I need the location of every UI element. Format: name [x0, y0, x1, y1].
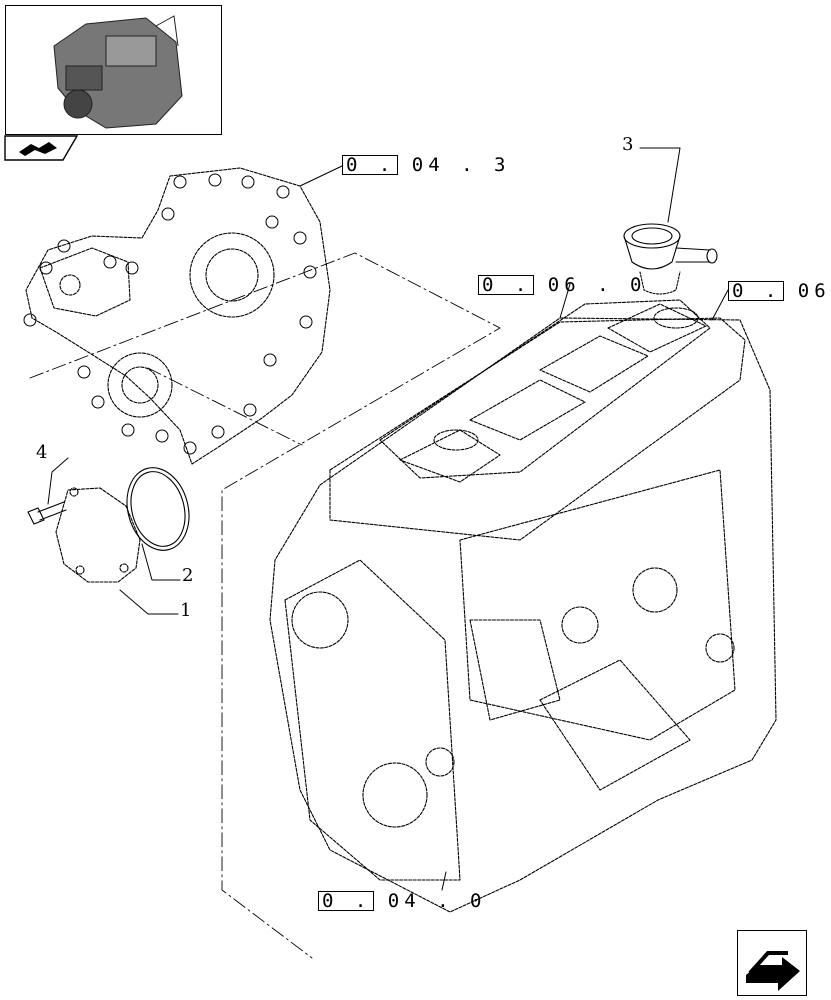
o-ring-drawing	[126, 467, 190, 551]
section-tab[interactable]	[4, 135, 79, 161]
callout-2: 2	[182, 565, 194, 586]
callout-3: 3	[622, 134, 634, 155]
callout-4: 4	[36, 442, 48, 463]
assembly-guide-lines	[29, 252, 501, 959]
engine-block-drawing	[269, 299, 777, 913]
ref-block-text: 0 . 04 . 0	[322, 890, 487, 912]
engine-thumbnail	[5, 5, 222, 135]
callout-1: 1	[180, 600, 192, 621]
cover-plate-drawing	[55, 487, 141, 583]
next-page-button[interactable]	[737, 930, 807, 996]
next-page-arrow-icon	[746, 951, 800, 991]
ref-gasket-text: 0 . 06 . 0	[482, 274, 647, 296]
breather-drawing	[623, 223, 718, 295]
exploded-parts-diagram: 0 . 04 . 3 0 . 06 . 0 0 . 06 0 . 04 . 0 …	[4, 5, 826, 996]
bolt-drawing	[27, 501, 67, 525]
book-arrow-icon	[4, 135, 79, 161]
leader-lines	[47, 147, 729, 891]
ref-head-text: 0 . 06	[732, 280, 831, 302]
cover-bolts	[23, 173, 317, 455]
front-cover-drawing	[25, 167, 331, 465]
engine-thumbnail-icon	[53, 15, 183, 129]
ref-front-cover-text: 0 . 04 . 3	[346, 154, 511, 176]
diagram-drawing	[23, 147, 777, 959]
